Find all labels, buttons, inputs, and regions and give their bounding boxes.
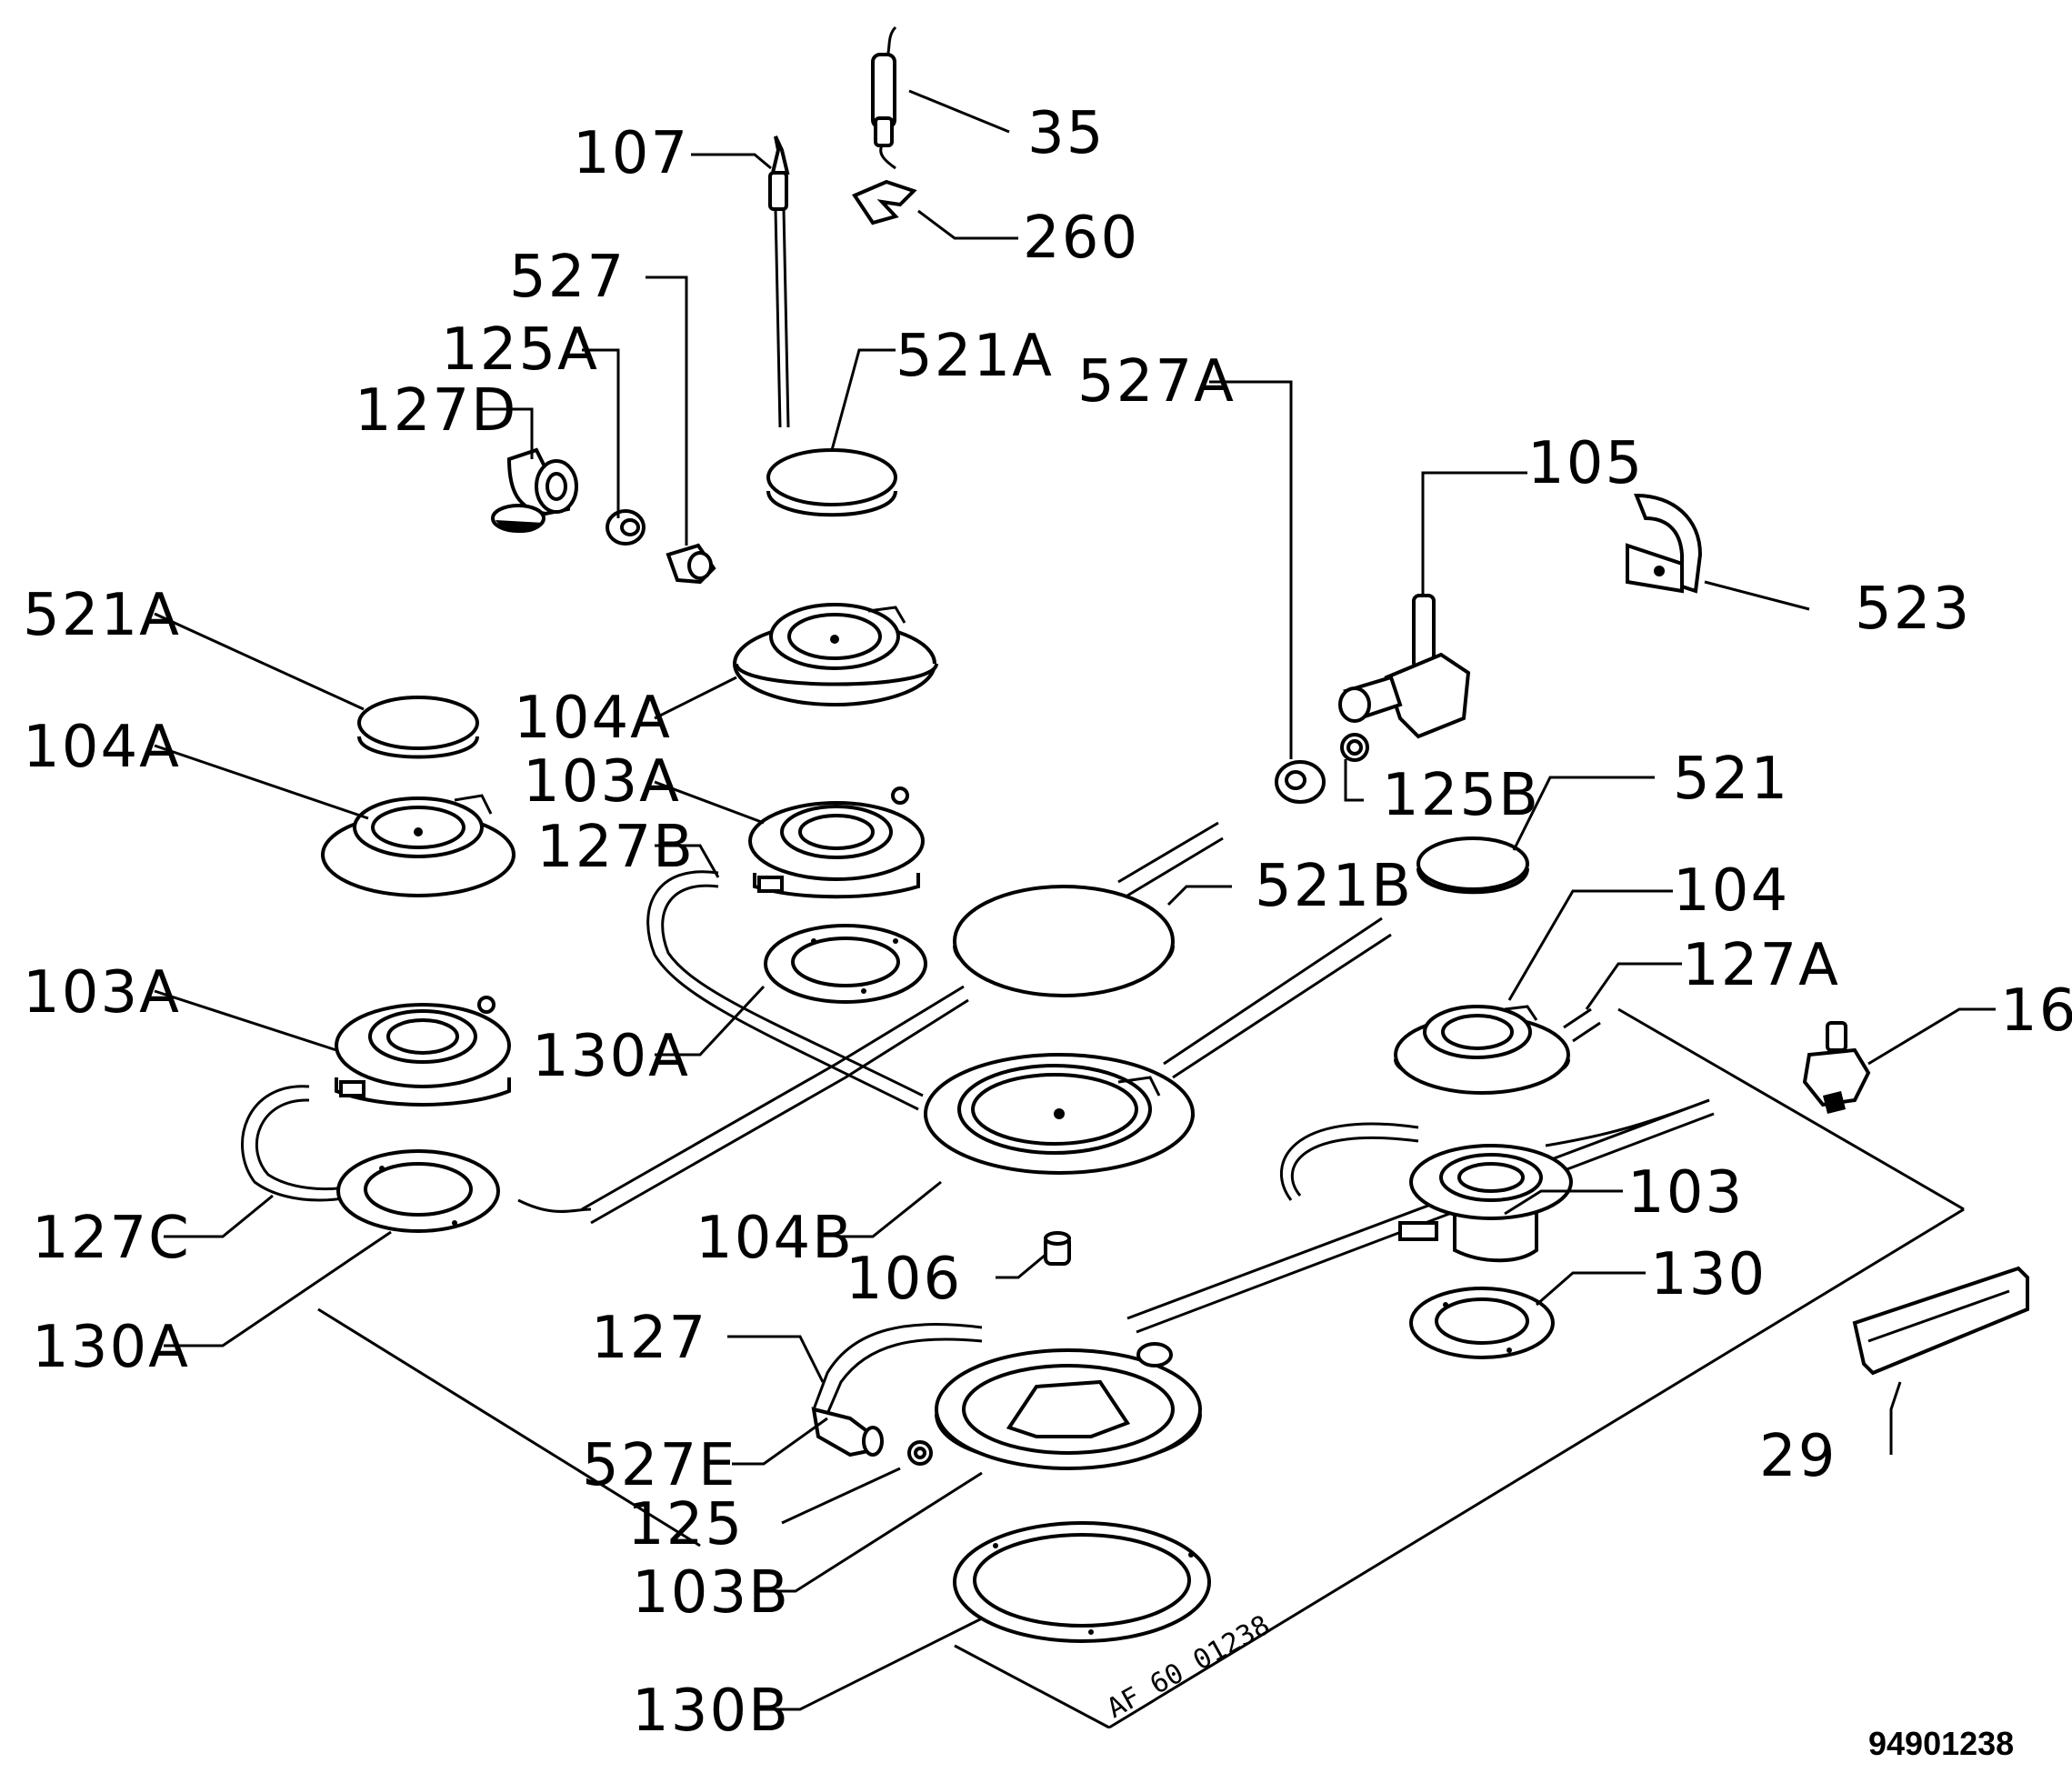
label-521: 521 [1673, 746, 1789, 813]
elbow-fitting-127D [491, 447, 578, 533]
label-104B: 104B [696, 1205, 854, 1272]
injector-527 [666, 543, 716, 585]
trim-ring-130A-center [764, 924, 927, 1004]
label-127B: 127B [536, 814, 695, 881]
label-130A-center: 130A [532, 1023, 690, 1090]
bracket-523 [1626, 493, 1703, 594]
label-104A-center: 104A [514, 685, 672, 752]
nut-125B [1340, 733, 1369, 762]
trim-ring-130B [953, 1521, 1211, 1643]
burner-body-103 [1398, 1144, 1573, 1263]
label-523: 523 [1855, 576, 1971, 643]
burner-body-103B [935, 1342, 1202, 1470]
label-521B: 521B [1255, 853, 1413, 920]
burner-cap-521A-left [357, 696, 479, 759]
burner-cap-521B [953, 885, 1175, 997]
clip-260 [852, 179, 917, 225]
label-527: 527 [509, 244, 626, 311]
document-number: 94901238 [1868, 1725, 2014, 1762]
nozzle-106 [1044, 1231, 1071, 1266]
nut-125 [907, 1440, 933, 1466]
label-521A-left: 521A [23, 582, 181, 649]
hob-outline [317, 1007, 1965, 1729]
fitting-16 [1802, 1021, 1871, 1114]
trim-ring-130 [1409, 1287, 1555, 1359]
burner-body-103A-left [335, 996, 511, 1107]
label-127C: 127C [32, 1205, 191, 1272]
nut-125A [606, 509, 646, 546]
label-104A-left: 104A [23, 714, 181, 781]
burner-cap-521A-top [766, 448, 897, 517]
label-521A-top: 521A [896, 323, 1054, 390]
label-130: 130 [1650, 1241, 1767, 1308]
gas-valve-105 [1338, 594, 1471, 739]
label-527A: 527A [1077, 348, 1236, 416]
label-103: 103 [1627, 1159, 1744, 1227]
label-260: 260 [1023, 205, 1139, 272]
nut-527A [1275, 760, 1326, 804]
burner-head-104A-left [321, 794, 515, 897]
label-103B: 103B [632, 1559, 790, 1627]
label-104: 104 [1673, 857, 1789, 925]
gas-pipes [241, 821, 1715, 1415]
label-35: 35 [1027, 100, 1105, 167]
leader-lines [154, 89, 1996, 1711]
ignition-plug-35 [871, 25, 897, 170]
label-125B: 125B [1382, 762, 1540, 829]
label-29: 29 [1759, 1423, 1837, 1490]
label-130A-left: 130A [32, 1314, 190, 1381]
burner-cap-521 [1416, 836, 1529, 895]
label-127: 127 [591, 1305, 707, 1372]
injector-527E [811, 1407, 884, 1457]
bracket-plate-29 [1852, 1266, 2029, 1376]
label-103A-left: 103A [23, 959, 181, 1027]
label-125: 125 [627, 1491, 744, 1558]
label-16: 16 [2000, 977, 2072, 1045]
part-labels: 35 107 260 527 125A 521A 127D 527A 105 5… [23, 100, 2072, 1745]
label-127D: 127D [355, 377, 517, 445]
burner-head-104A-center [733, 603, 938, 706]
burner-head-104B [924, 1053, 1195, 1175]
label-125A: 125A [441, 316, 599, 384]
burner-body-103A-center [748, 786, 925, 899]
label-130B: 130B [632, 1678, 790, 1745]
burner-head-104 [1394, 1005, 1570, 1095]
electrode-107 [768, 135, 790, 428]
label-106: 106 [846, 1246, 962, 1313]
label-105: 105 [1527, 430, 1644, 497]
trim-ring-130A-left [336, 1149, 500, 1233]
label-107: 107 [573, 120, 689, 187]
label-103A-center: 103A [523, 748, 681, 816]
label-527E: 527E [582, 1432, 737, 1499]
label-127A: 127A [1682, 932, 1840, 999]
